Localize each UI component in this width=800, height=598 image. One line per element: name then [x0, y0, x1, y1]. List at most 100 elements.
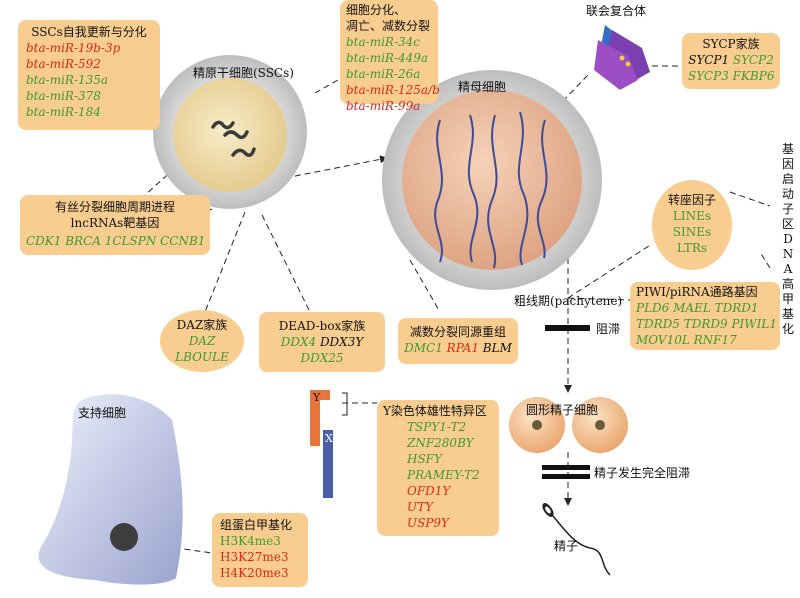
daz-item-daz: DAZ — [188, 334, 216, 348]
histone-title: 组蛋白甲基化 — [220, 518, 293, 532]
deadbox-gene-a-2: DDX3Y — [319, 335, 364, 349]
connector-piwi — [567, 297, 631, 301]
differentiation-mirna-5: bta-miR-99a — [346, 99, 421, 113]
sycp-gene-a-2: SYCP2 — [732, 53, 774, 67]
sycp-row-1: SYCP1 SYCP2 — [688, 52, 774, 68]
sycp-gene-b-2: FKBP6 — [732, 69, 775, 83]
ssc-mirna-4: bta-miR-378 — [26, 89, 101, 103]
meiosis-row-1: DMC1 RPA1 BLM — [404, 340, 512, 356]
deadbox-row-1: DDX4 DDX3Y — [265, 334, 379, 350]
deadbox-row-2: DDX25 — [265, 350, 379, 366]
y-msy-gene-2: ZNF280BY — [407, 436, 474, 450]
differentiation-mirna-1: bta-miR-34c — [346, 35, 421, 49]
sycp-box: SYCP家族 SYCP1 SYCP2 SYCP3 FKBP6 — [682, 33, 780, 89]
y-msy-gene-3: HSFY — [407, 452, 442, 466]
y-chromosome-cap — [310, 390, 330, 400]
ssc-cell-label: 精原干细胞(SSCs) — [193, 66, 294, 80]
y-msy-gene-7: USP9Y — [407, 516, 449, 530]
deadbox-title: DEAD-box家族 — [278, 319, 366, 333]
ssc-renewal-title: SSCs自我更新与分化 — [31, 25, 147, 39]
pachytene-block-label: 阻滞 — [596, 322, 621, 336]
ssc-chromatin — [211, 120, 256, 157]
piwi-row-3: MOV10L RNF17 — [636, 333, 737, 347]
synaptonemal-complex-graphic — [594, 25, 650, 90]
sycp-gene-a-1: SYCP1 — [688, 53, 733, 67]
daz-title: DAZ家族 — [176, 318, 228, 332]
x-chromosome — [323, 430, 333, 498]
spermatocyte-chromosomes — [434, 111, 548, 269]
histone-mark-2: H3K27me3 — [220, 550, 289, 564]
transposon-oval: 转座因子 LINEs SINEs LTRs — [652, 180, 732, 270]
transposon-item-sines: SINEs — [672, 225, 712, 239]
mitotic-title-1: 有丝分裂细胞周期进程 — [54, 200, 175, 214]
ssc-mirna-1: bta-miR-19b-3p — [26, 41, 121, 55]
pachytene-label: 粗线期(pachytene) — [514, 294, 623, 308]
round-spermatid-label: 圆形精子细胞 — [526, 403, 599, 417]
ssc-to-spermatocyte-arrow — [284, 155, 388, 179]
y-msy-gene-5: OFD1Y — [407, 484, 451, 498]
spermatocyte-nucleus — [402, 90, 582, 270]
sycp-gene-b-1: SYCP3 — [688, 69, 733, 83]
connector-meiosis — [409, 259, 441, 313]
y-msy-gene-4: PRAMEY-T2 — [407, 468, 480, 482]
dna-hypermethylation-label: 基因启动子区DNA高甲基化 — [781, 142, 794, 336]
mitotic-lncrna-box: 有丝分裂细胞周期进程 lncRNAs靶基因 CDK1 BRCA 1CLSPN C… — [20, 195, 210, 255]
ssc-mirna-2: bta-miR-592 — [26, 57, 101, 71]
y-msy-gene-1: TSPY1-T2 — [407, 420, 467, 434]
spermatocyte-label: 精母细胞 — [458, 80, 507, 94]
piwi-title: PIWI/piRNA通路基因 — [636, 285, 758, 299]
differentiation-mirna-4: bta-miR-125a/b — [346, 83, 440, 97]
histone-mark-1: H3K4me3 — [220, 534, 281, 548]
y-bracket — [342, 392, 348, 416]
connector-transposon-side — [729, 191, 771, 207]
sertoli-cell — [38, 394, 183, 585]
complete-block-bar-1 — [542, 465, 590, 470]
meiosis-gene-3: BLM — [482, 341, 512, 355]
y-msy-title: Y染色体雄性特异区 — [383, 404, 487, 418]
piwi-row-2: TDRD5 TDRD9 PIWIL1 — [636, 317, 777, 331]
connector-diff-box — [314, 75, 346, 94]
piwi-box: PIWI/piRNA通路基因 PLD6 MAEL TDRD1 TDRD5 TDR… — [630, 282, 780, 350]
meiosis-gene-1: DMC1 — [404, 341, 447, 355]
connector-daz — [204, 211, 246, 313]
differentiation-title-2: 凋亡、减数分裂 — [346, 19, 431, 33]
ssc-mirna-list: bta-miR-19b-3p bta-miR-592 bta-miR-135a bta… — [26, 40, 152, 120]
round-spermatid-left-nucleus — [532, 420, 542, 430]
meiosis-title: 减数分裂同源重组 — [409, 325, 506, 339]
sertoli-cell-label: 支持细胞 — [78, 406, 127, 420]
ssc-mirna-3: bta-miR-135a — [26, 73, 109, 87]
sperm-graphic — [542, 503, 611, 576]
synaptonemal-label: 联会复合体 — [586, 4, 647, 18]
y-chromosome — [310, 390, 320, 446]
transposon-item-ltrs: LTRs — [676, 241, 708, 255]
daz-family-oval: DAZ家族 DAZ LBOULE — [160, 310, 244, 372]
daz-item-lboule: LBOULE — [175, 350, 229, 364]
connector-deadbox — [261, 214, 311, 313]
meiosis-gene-2: RPA1 — [446, 341, 483, 355]
meiosis-recombination-box: 减数分裂同源重组 DMC1 RPA1 BLM — [398, 318, 518, 364]
deadbox-family-box: DEAD-box家族 DDX4 DDX3Y DDX25 — [259, 312, 385, 372]
y-chromosome-label: Y — [313, 391, 321, 404]
connector-mitotic — [144, 167, 176, 196]
sycp-title: SYCP家族 — [702, 37, 760, 51]
connector-side-piwi — [759, 251, 771, 269]
connector-transposon — [567, 243, 653, 299]
sycp-row-2: SYCP3 FKBP6 — [688, 68, 774, 84]
round-spermatid-right-nucleus — [595, 420, 605, 430]
deadbox-gene-b-1: DDX25 — [300, 351, 344, 365]
mitotic-genes: CDK1 BRCA 1CLSPN CCNB1 — [26, 234, 206, 248]
piwi-row-1: PLD6 MAEL TDRD1 — [636, 301, 759, 315]
differentiation-mirna-2: bta-miR-449a — [346, 51, 429, 65]
sperm-label: 精子 — [554, 539, 579, 553]
mitotic-title-2: lncRNAs靶基因 — [70, 216, 160, 230]
pachytene-block-bar — [545, 325, 590, 331]
ssc-cell-nucleus — [173, 78, 287, 192]
